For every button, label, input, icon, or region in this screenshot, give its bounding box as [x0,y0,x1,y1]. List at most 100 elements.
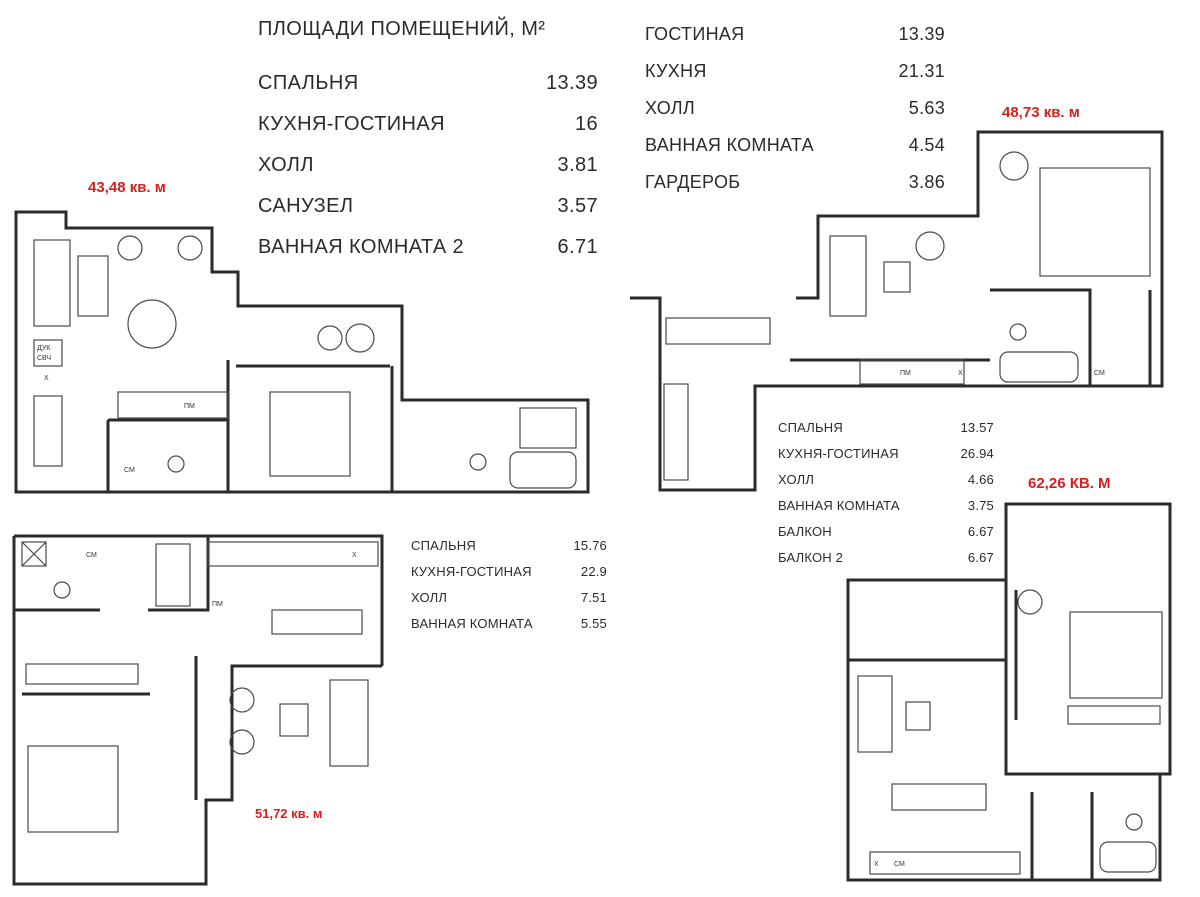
plan1-washer-label: СМ [124,467,135,474]
plan3-shower-cross [21,541,47,567]
plan4-bathtub [1099,841,1157,873]
plan4-washer-label: СМ [894,861,905,868]
plan3-shower [21,541,47,567]
plan1-kitchen-counter [117,391,229,419]
plan1-dishwasher-label: ПМ [184,403,195,410]
plan3-dishwasher-label: ПМ [212,601,223,608]
plan3-bed [27,745,119,833]
plan1-chair [117,235,143,261]
plan1-wall-bed [236,364,394,492]
plan1-shower-box [33,339,63,367]
plan4-outer-walls [846,502,1172,882]
plan1-chair [177,235,203,261]
plan2-bed [1039,167,1151,277]
plan4-x-label: Х [874,861,879,868]
plan1-table [77,255,109,317]
area-label-plan2: 48,73 кв. м [1002,104,1080,121]
plan1-sofa [33,239,71,327]
plan4-sofa [857,675,893,753]
plan2-dining-table [665,317,771,345]
plan1-toilet [167,455,185,473]
plan2-x-label: Х [958,370,963,377]
area-label-plan3: 51,72 кв. м [255,806,323,821]
plan4-toilet [1125,813,1143,831]
plan1-wall-bath [106,360,230,492]
plan3-bathtub [155,543,191,607]
plan1-x-label: Х [44,375,49,382]
plan3-dining-table [271,609,363,635]
plan1-microwave-label: СВЧ [37,355,51,362]
plan3-washer-label: СМ [86,552,97,559]
plan3-kitchen-counter [207,541,379,567]
plan2-coffee-table [883,261,911,293]
plan2-armchair [999,151,1029,181]
plan2-wall-bath [990,288,1152,386]
area-label-plan4: 62,26 КВ. М [1028,475,1111,492]
plan3-outer-walls [12,534,384,886]
plan4-wall-bath [1030,792,1094,880]
plan1-outer-walls [14,210,590,494]
plan2-toilet [1009,323,1027,341]
floor-plan-1: ДУК СВЧ Х ПМ СМ [14,210,590,494]
plan4-dining-table [891,783,987,811]
plan1-wardrobe [519,407,577,449]
plan2-armchair [915,231,945,261]
plan3-sofa [329,679,369,767]
plan4-armchair [1017,589,1043,615]
plan1-bathtub [509,451,577,489]
plan1-wardrobe-left [33,395,63,467]
plan1-bed [269,391,351,477]
plan4-wall-bedroom [1004,580,1160,776]
floor-plan-3: СМ ПМ Х [12,534,384,886]
plan2-outer-walls [630,130,1164,492]
plan1-armchair [317,325,343,351]
plan3-armchair [229,687,255,713]
plan3-x-label: Х [352,552,357,559]
plan1-armchair [345,323,375,353]
plan3-toilet [53,581,71,599]
plan4-coffee-table [905,701,931,731]
plan1-shower-label: ДУК [37,345,51,352]
plan4-kitchen-counter [869,851,1021,875]
plan3-coffee-table [279,703,309,737]
plan1-toilet [469,453,487,471]
area-label-plan1: 43,48 кв. м [88,179,166,196]
plan2-wardrobe [663,383,689,481]
plan2-sofa [829,235,867,317]
plan2-washer-label: СМ [1094,370,1105,377]
plan2-bathtub [999,351,1079,383]
plan2-kitchen-counter [859,359,965,385]
areas-header: ПЛОЩАДИ ПОМЕЩЕНИЙ, М² [258,18,546,40]
plan1-dining-table [127,299,177,349]
plan4-wardrobe [1067,705,1161,725]
plan3-wardrobe [25,663,139,685]
plan3-armchair [229,729,255,755]
plan4-bed [1069,611,1163,699]
floor-plan-2: ПМ Х СМ [630,130,1164,492]
